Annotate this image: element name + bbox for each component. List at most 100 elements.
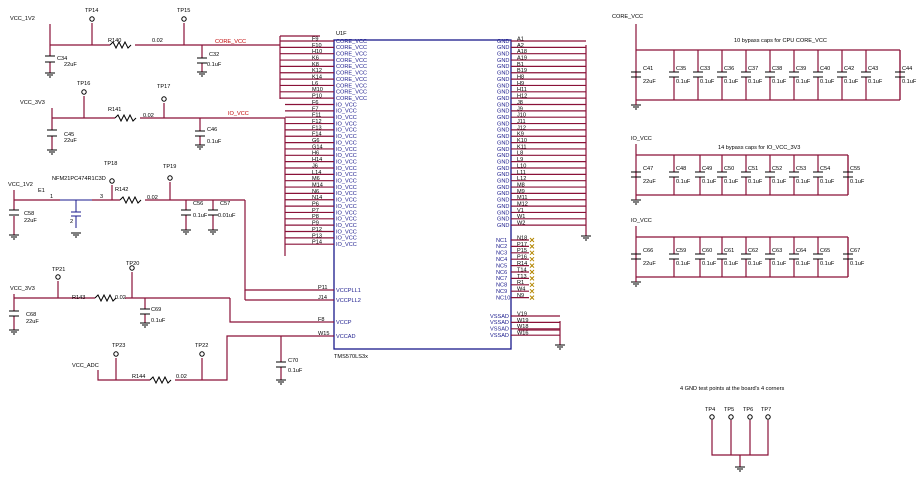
r142-value: 0.02 bbox=[147, 195, 158, 201]
pin-number: L8 bbox=[517, 151, 523, 157]
tp21-circle[interactable] bbox=[55, 274, 61, 280]
pin-number: F11 bbox=[312, 113, 321, 119]
pin-name: IO_VCC bbox=[336, 223, 357, 229]
pin-number: M14 bbox=[312, 182, 323, 188]
pin-name: GND bbox=[497, 134, 509, 140]
cap-ref: C33 bbox=[700, 66, 710, 72]
tp14-circle[interactable] bbox=[89, 16, 95, 22]
pin-number: P16 bbox=[517, 255, 527, 261]
pin-number: F9 bbox=[312, 36, 319, 42]
tp16-circle[interactable] bbox=[81, 89, 87, 95]
cap-value: 0.1uF bbox=[772, 261, 787, 267]
pin-name: CORE_VCC bbox=[336, 71, 367, 77]
pin-number: P12 bbox=[312, 227, 322, 233]
pin-number: A18 bbox=[517, 49, 527, 55]
pin-number: L9 bbox=[517, 157, 523, 163]
e1-pin1: 1 bbox=[50, 194, 53, 200]
pin-number: K14 bbox=[312, 75, 322, 81]
pin-name: VCCPLL1 bbox=[336, 288, 361, 294]
pin-name: GND bbox=[497, 179, 509, 185]
pin-name: GND bbox=[497, 64, 509, 70]
pin-name: GND bbox=[497, 71, 509, 77]
pin-number: W4 bbox=[517, 287, 525, 293]
r140-ref: R140 bbox=[108, 38, 121, 44]
tp20-circle[interactable] bbox=[129, 265, 135, 271]
pin-name: GND bbox=[497, 45, 509, 51]
c34-value: 22uF bbox=[64, 62, 77, 68]
c70-ref: C70 bbox=[288, 358, 298, 364]
no-connect-marker bbox=[529, 295, 535, 300]
pin-name: CORE_VCC bbox=[336, 83, 367, 89]
cap-value: 0.1uF bbox=[820, 261, 835, 267]
pin-name: GND bbox=[497, 52, 509, 58]
cap-symbol bbox=[765, 71, 775, 78]
bank-rails bbox=[635, 49, 901, 101]
pin-name: GND bbox=[497, 198, 509, 204]
pin-name: IO_VCC bbox=[336, 198, 357, 204]
core-vcc-bypass-bank: C4122uFC350.1uFC330.1uFC360.1uFC370.1uFC… bbox=[631, 24, 917, 110]
tp5-circle[interactable] bbox=[728, 414, 734, 420]
cap-value: 0.1uF bbox=[748, 79, 763, 85]
tp22-circle[interactable] bbox=[199, 351, 205, 357]
tp19-circle[interactable] bbox=[167, 175, 173, 181]
pin-number: F8 bbox=[318, 317, 325, 323]
r143-resistor[interactable] bbox=[94, 293, 117, 303]
pin-number: W18 bbox=[517, 324, 529, 330]
tp22-label: TP22 bbox=[195, 343, 208, 349]
c70-value: 0.1uF bbox=[288, 368, 303, 374]
pin-number: A1 bbox=[517, 36, 524, 42]
no-connect-marker bbox=[529, 263, 535, 268]
cap-value: 0.1uF bbox=[820, 179, 835, 185]
r140-resistor[interactable] bbox=[109, 40, 132, 50]
cap-ref: C44 bbox=[902, 66, 912, 72]
no-connect-marker bbox=[529, 282, 535, 288]
cap-ref: C62 bbox=[748, 248, 758, 254]
pin-number: H8 bbox=[517, 75, 524, 81]
tp23-circle[interactable] bbox=[113, 351, 119, 357]
tp16-label: TP16 bbox=[77, 81, 90, 87]
pin-name: NC7 bbox=[496, 276, 507, 282]
tp20-label: TP20 bbox=[126, 261, 139, 267]
pin-number: F14 bbox=[312, 132, 322, 138]
tp18-circle[interactable] bbox=[109, 178, 115, 184]
pin-number: P13 bbox=[312, 233, 322, 239]
vccp-supply: VCC_3V3 TP21 TP20 R143 0.02 C68 22uF C69… bbox=[9, 261, 320, 335]
pin-name: CORE_VCC bbox=[336, 96, 367, 102]
r142-resistor[interactable] bbox=[119, 195, 142, 205]
r143-value: 0.02 bbox=[115, 295, 126, 301]
cap-value: 0.1uF bbox=[676, 179, 691, 185]
cap-ref: C52 bbox=[772, 166, 782, 172]
r141-value: 0.02 bbox=[143, 113, 154, 119]
tp6-circle[interactable] bbox=[747, 414, 753, 420]
r141-ref: R141 bbox=[108, 107, 121, 113]
pin-name: IO_VCC bbox=[336, 210, 357, 216]
cap-symbol bbox=[695, 253, 705, 260]
r144-resistor[interactable] bbox=[149, 375, 172, 385]
tp14-label: TP14 bbox=[85, 8, 98, 14]
tp4-label: TP4 bbox=[705, 407, 715, 413]
pin-name: GND bbox=[497, 217, 509, 223]
pin-number: J11 bbox=[517, 119, 526, 125]
pin-number: K8 bbox=[312, 62, 319, 68]
pin-number: K10 bbox=[517, 138, 527, 144]
bulk-cap-ref: C47 bbox=[643, 166, 653, 172]
r141-resistor[interactable] bbox=[114, 113, 137, 123]
tp17-circle[interactable] bbox=[161, 96, 167, 102]
pin-number: W19 bbox=[517, 318, 529, 324]
pin-name: VCCP bbox=[336, 320, 352, 326]
tp4-circle[interactable] bbox=[709, 414, 715, 420]
cap-ref: C43 bbox=[868, 66, 878, 72]
cap-ref: C51 bbox=[748, 166, 758, 172]
c56-ref: C56 bbox=[193, 201, 203, 207]
cap-ref: C59 bbox=[676, 248, 686, 254]
pin-number: L14 bbox=[312, 170, 321, 176]
pin-name: CORE_VCC bbox=[336, 52, 367, 58]
pin-name: IO_VCC bbox=[336, 128, 357, 134]
tp15-circle[interactable] bbox=[181, 16, 187, 22]
cap-symbol bbox=[895, 71, 905, 78]
cap-symbol bbox=[717, 71, 727, 78]
r142-ref: R142 bbox=[115, 187, 128, 193]
tp7-circle[interactable] bbox=[765, 414, 771, 420]
